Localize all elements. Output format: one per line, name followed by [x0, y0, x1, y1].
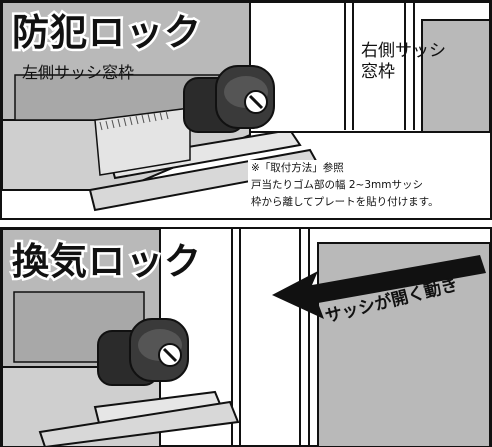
right-sash-label-line2: 窓枠 — [361, 62, 395, 82]
note-line-2: 戸当たりゴム部の幅 2~3mmサッシ — [248, 177, 442, 194]
note-line-1: ※「取付方法」参照 — [248, 160, 442, 177]
bottom-panel: 換気ロック サッシが開く動き — [0, 227, 492, 447]
right-sash-label-line1: 右側サッシ — [361, 41, 446, 61]
security-lock-title: 防犯ロック — [10, 11, 204, 54]
ventilation-lock-device — [97, 318, 189, 386]
top-panel-illustration — [0, 0, 492, 220]
ventilation-lock-title: 換気ロック — [10, 240, 204, 283]
left-sash-label: 左側サッシ窓枠 — [22, 63, 135, 82]
note-line-3: 枠から離してプレートを貼り付けます。 — [248, 194, 442, 211]
bottom-panel-illustration — [0, 227, 492, 447]
security-lock-device — [183, 65, 275, 133]
top-panel: 防犯ロック 左側サッシ窓枠 右側サッシ 窓枠 ※「取付方法」参照 戸当たりゴム部… — [0, 0, 492, 222]
installation-note: ※「取付方法」参照 戸当たりゴム部の幅 2~3mmサッシ 枠から離してプレートを… — [248, 160, 442, 211]
